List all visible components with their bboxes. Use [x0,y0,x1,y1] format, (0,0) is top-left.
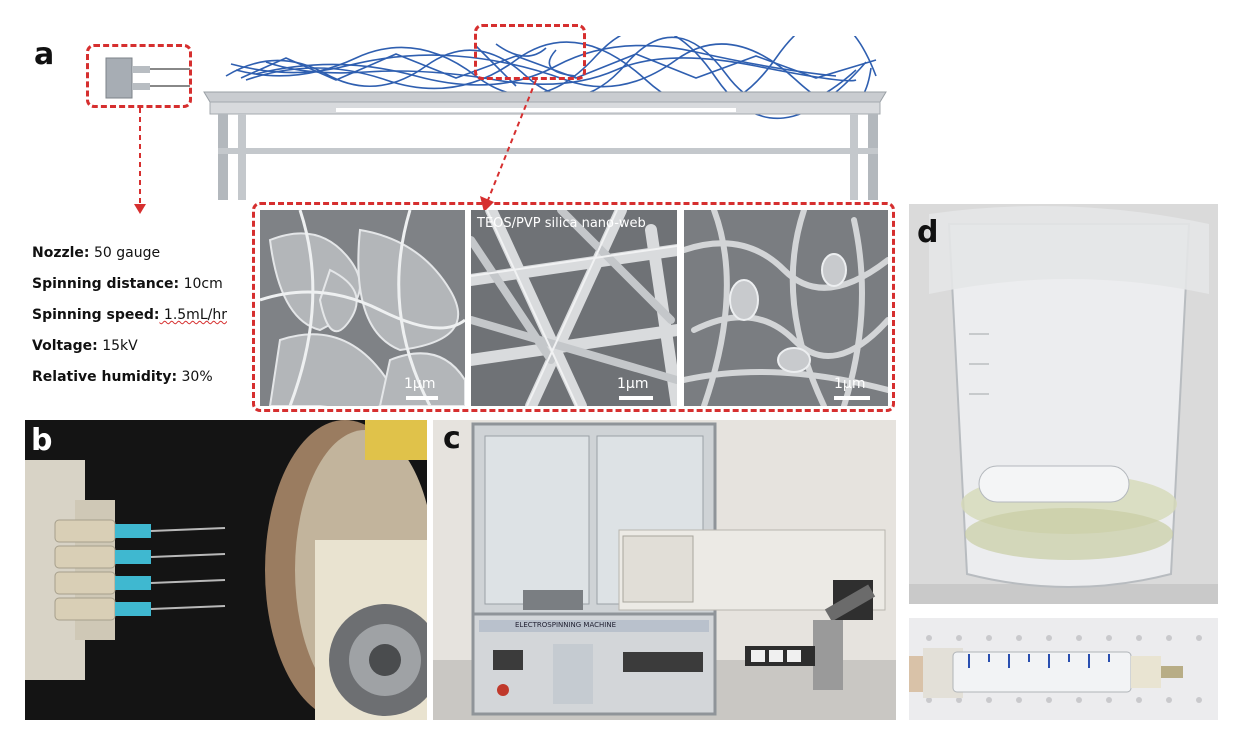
sem-caption: TEOS/PVP silica nano-web [477,216,646,231]
nozzle-highlight-box [86,44,192,108]
param-nozzle: Nozzle: 50 gauge [32,245,161,261]
sem-image-1: 1μm [260,210,465,406]
collector-table [203,36,887,200]
param-relative-humidity: Relative humidity: 30% [32,369,213,385]
scale-bar-1 [406,396,438,400]
photo-electrospinning-machine: ELECTROSPINNING MACHINE c [433,420,896,720]
nozzle-arrow [134,108,146,214]
scale-label-1: 1μm [404,376,436,392]
sem-image-2: TEOS/PVP silica nano-web 1μm [471,210,677,406]
scale-bar-3 [834,396,870,400]
machine-panel-text: ELECTROSPINNING MACHINE [515,621,617,629]
photo-nozzles: b [25,420,427,720]
photo-beaker: d [909,204,1218,604]
nozzle-illustration [105,57,190,99]
panel-label-d: d [917,215,939,250]
scale-label-3: 1μm [834,376,866,392]
scale-bar-2 [619,396,653,400]
panel-label-a: a [34,37,55,72]
panel-label-c: c [443,421,461,456]
sem-highlight-box [252,202,895,412]
param-spinning-speed: Spinning speed: 1.5mL/hr [32,307,227,323]
fiber-highlight-box [474,24,586,80]
panel-label-b: b [31,423,53,458]
fiber-arrow [480,79,537,212]
param-spinning-distance: Spinning distance: 10cm [32,276,223,292]
parameter-list: Nozzle: 50 gauge Spinning distance: 10cm… [32,244,227,399]
param-voltage: Voltage: 15kV [32,338,138,354]
sem-image-3: 1μm [684,210,888,406]
photo-syringe [909,618,1218,720]
scale-label-2: 1μm [617,376,649,392]
